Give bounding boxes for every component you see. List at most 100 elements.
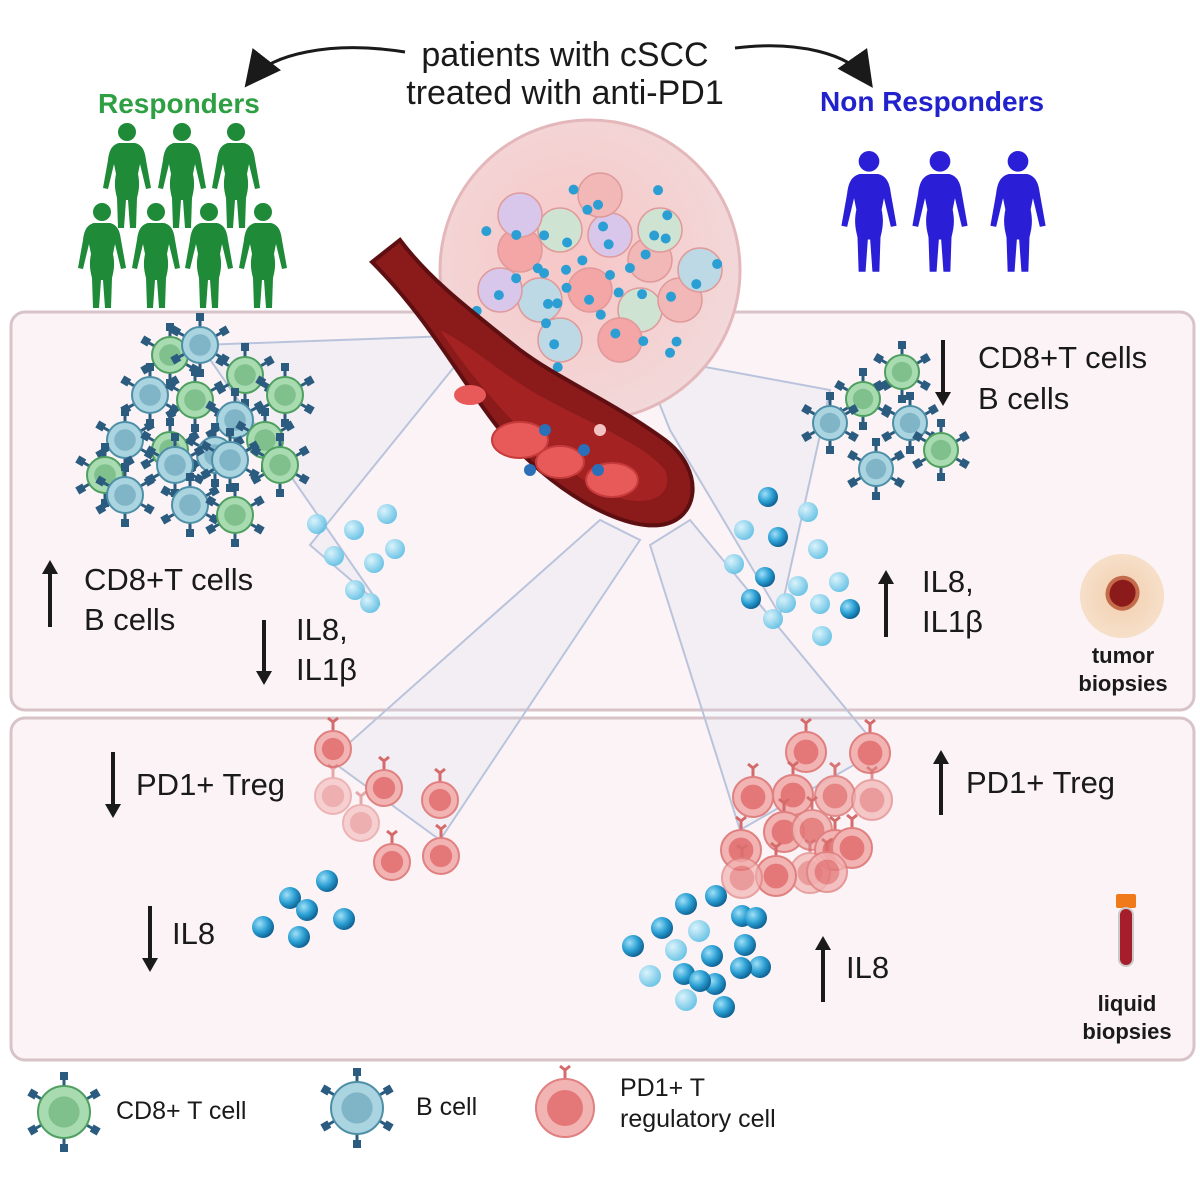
il8-sphere [377,504,397,524]
title-line-1: patients with cSCC [421,36,709,74]
il8-sphere [734,520,754,540]
responder-cytokines-line-2: IL1β [296,652,357,687]
pd1-treg-cell [314,716,352,768]
il8-sphere [385,539,405,559]
il8-sphere [333,908,355,930]
non-responder-figure-icon [990,150,1046,272]
arrow-up-nonresponder-cytokines [878,570,894,637]
il8-sphere [639,965,661,987]
legend-pd1-treg-icon [535,1064,595,1138]
liquid-biopsies-line-2: biopsies [1082,1019,1172,1044]
il8-sphere [763,609,783,629]
b-cell [95,408,155,472]
responder-figure-icon [132,203,180,308]
pd1-treg-cell [806,837,848,893]
cd8-t-cell [215,343,275,407]
il8-sphere [745,907,767,929]
pd1-treg-cell [373,829,411,881]
liquid-biopsy-panel [9,716,1196,1062]
arrow-down-responder-treg [105,752,121,818]
il8-sphere [675,893,697,915]
il8-sphere [344,520,364,540]
pd1-treg-cell [342,790,380,842]
il8-sphere [665,939,687,961]
responder-cells-line-1: CD8+T cells [84,562,254,597]
legend-b-cell-icon [320,1068,394,1148]
arrow-to-responders [244,46,406,88]
responder-figure-icon [239,203,287,308]
pd1-treg-cell [314,763,352,815]
b-cell [95,463,155,527]
b-cell [881,392,939,454]
nonresponder-cytokines-line-2: IL1β [922,604,983,639]
nonresponder-cytokines-line-1: IL8, [922,564,974,599]
il8-sphere [364,553,384,573]
responder-figure-icon [212,123,260,228]
b-cell [160,473,220,537]
arrow-up-nonresponder-il8 [815,936,831,1002]
il8-sphere [622,935,644,957]
responder-figure-icon [78,203,126,308]
pd1-treg-cell [365,755,403,807]
cd8-t-cell [165,368,225,432]
non-responder-figure-icon [841,150,897,272]
il8-sphere [749,956,771,978]
il8-sphere [788,576,808,596]
il8-sphere [808,539,828,559]
arrow-down-responder-cytokines [256,620,272,685]
tumor-biopsies-line-1: tumor [1091,643,1155,668]
il8-sphere [324,546,344,566]
tumor-biopsies-line-2: biopsies [1078,671,1168,696]
il8-sphere [713,996,735,1018]
il8-sphere [768,527,788,547]
il8-sphere [734,934,756,956]
arrow-to-non-responders [734,44,873,88]
legend-cd8-t-cell-icon [27,1072,101,1152]
blood-tube-icon [1116,894,1136,967]
il8-sphere [689,970,711,992]
il8-sphere [345,580,365,600]
legend-treg-line-2: regulatory cell [620,1105,776,1133]
il8-sphere [252,916,274,938]
nonresponder-il8-label: IL8 [846,950,890,985]
b-cell [847,438,905,500]
il8-sphere [755,567,775,587]
blood-vessel [368,237,695,528]
nonresponder-cells-line-2: B cells [978,381,1070,416]
il8-sphere [840,599,860,619]
b-cell [801,392,859,454]
pd1-treg-cell [849,718,891,774]
pd1-treg-cell [732,762,774,818]
legend-cd8-label: CD8+ T cell [116,1097,247,1125]
pd1-treg-cell [851,765,893,821]
il8-sphere [758,487,778,507]
non-responder-figure-icon [912,150,968,272]
pd1-treg-cell [814,761,856,817]
pd1-treg-cell [422,823,460,875]
cd8-t-cell [205,483,265,547]
legend-treg-line-1: PD1+ T [620,1074,705,1102]
tumor-biopsy-icon [1080,554,1164,638]
il8-sphere [812,626,832,646]
il8-sphere [724,554,744,574]
nonresponder-treg-label: PD1+ Treg [966,765,1116,800]
responder-cells-line-2: B cells [84,602,176,637]
il8-sphere [798,502,818,522]
arrow-down-responder-il8 [142,906,158,972]
il8-sphere [730,957,752,979]
il8-sphere [776,593,796,613]
liquid-biopsies-line-1: liquid [1097,991,1157,1016]
responder-cytokines-line-1: IL8, [296,612,348,647]
responder-figure-icon [158,123,206,228]
il8-sphere [288,926,310,948]
pd1-treg-cell [721,843,763,899]
il8-sphere [829,572,849,592]
il8-sphere [360,593,380,613]
responder-il8-label: IL8 [172,916,216,951]
non-responders-figures [841,150,1046,272]
b-cell [170,313,230,377]
responders-figures [78,123,287,308]
responders-label: Responders [98,88,260,119]
il8-sphere [316,870,338,892]
